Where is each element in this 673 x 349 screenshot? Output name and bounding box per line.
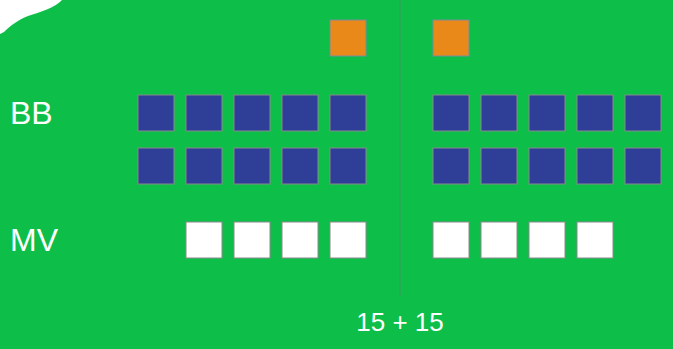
text-label: MV bbox=[10, 224, 58, 256]
text-label: 15 + 15 bbox=[356, 309, 443, 335]
blue-blocks bbox=[138, 95, 661, 184]
orange-block bbox=[433, 20, 469, 56]
divider-line bbox=[399, 0, 401, 296]
orange-block bbox=[330, 20, 366, 56]
white-blocks bbox=[186, 222, 613, 258]
corner-blob bbox=[0, 0, 62, 34]
text-label: BB bbox=[10, 97, 53, 129]
